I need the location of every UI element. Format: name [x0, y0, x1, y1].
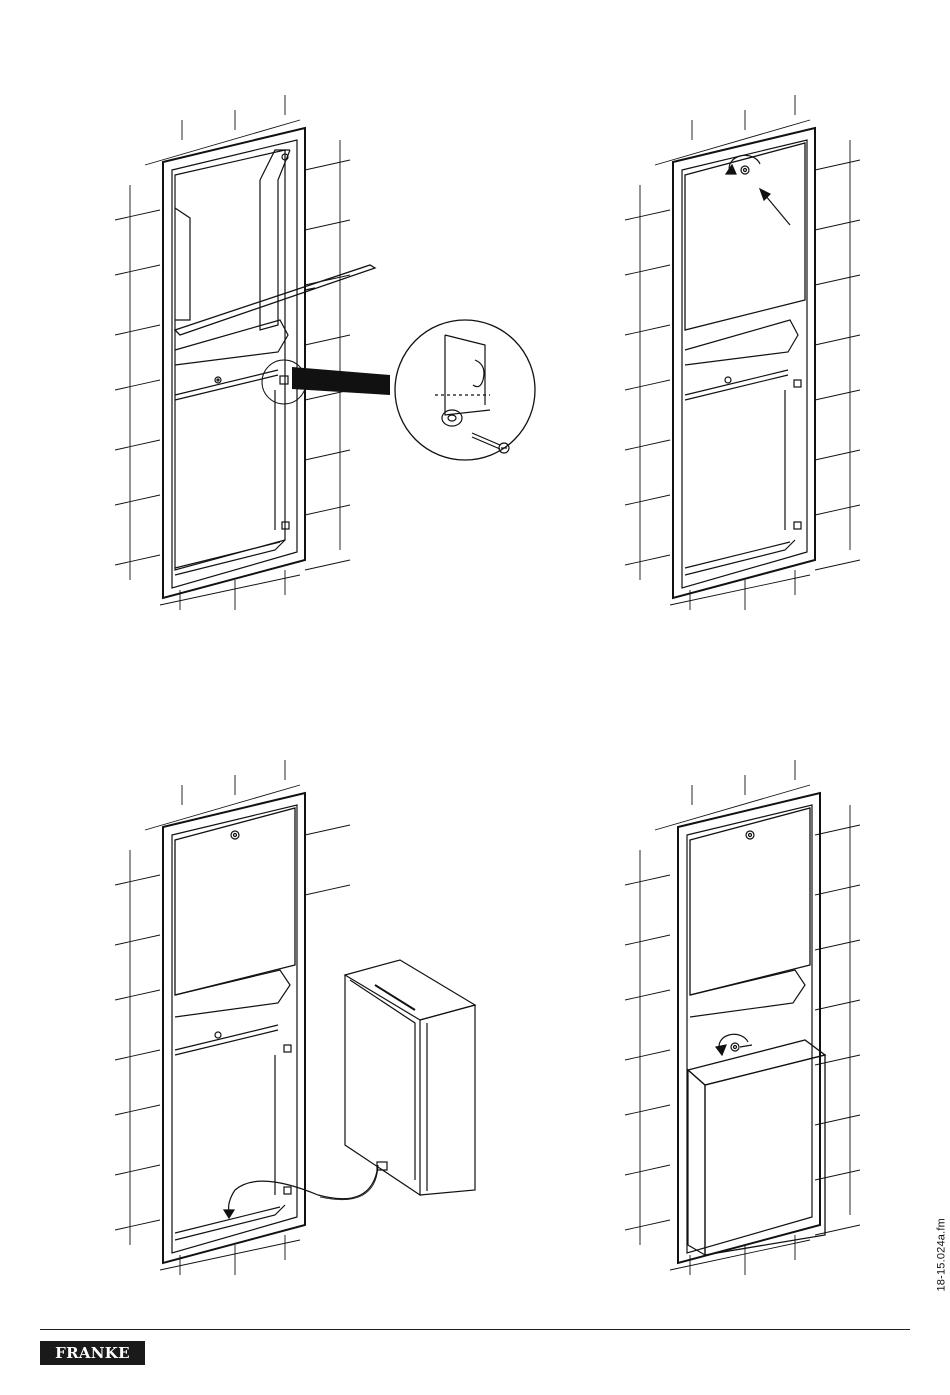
step-2-illustration	[610, 90, 930, 730]
lock-icon	[731, 1043, 739, 1051]
screw-detail-callout	[390, 315, 540, 465]
callout-pointer	[290, 365, 400, 415]
brand-logo: FRANKE	[40, 1341, 145, 1365]
lock-icon	[741, 166, 749, 174]
rotate-arrow-icon	[716, 1034, 752, 1055]
cable-clip-icon	[377, 1162, 387, 1170]
waste-bin-illustration	[335, 955, 485, 1205]
screw-icon	[472, 433, 509, 453]
direction-arrow-icon	[760, 189, 790, 225]
screw-slot-icon	[280, 376, 288, 384]
lock-icon	[231, 831, 239, 839]
footer-rule	[40, 1329, 910, 1330]
wall-tiles	[115, 95, 350, 610]
file-reference: 18-15.024a.fm	[936, 1218, 948, 1292]
lock-icon	[746, 831, 754, 839]
step-4-illustration	[610, 755, 930, 1395]
direction-arrow-icon	[224, 1190, 235, 1218]
washer-icon	[442, 410, 462, 426]
